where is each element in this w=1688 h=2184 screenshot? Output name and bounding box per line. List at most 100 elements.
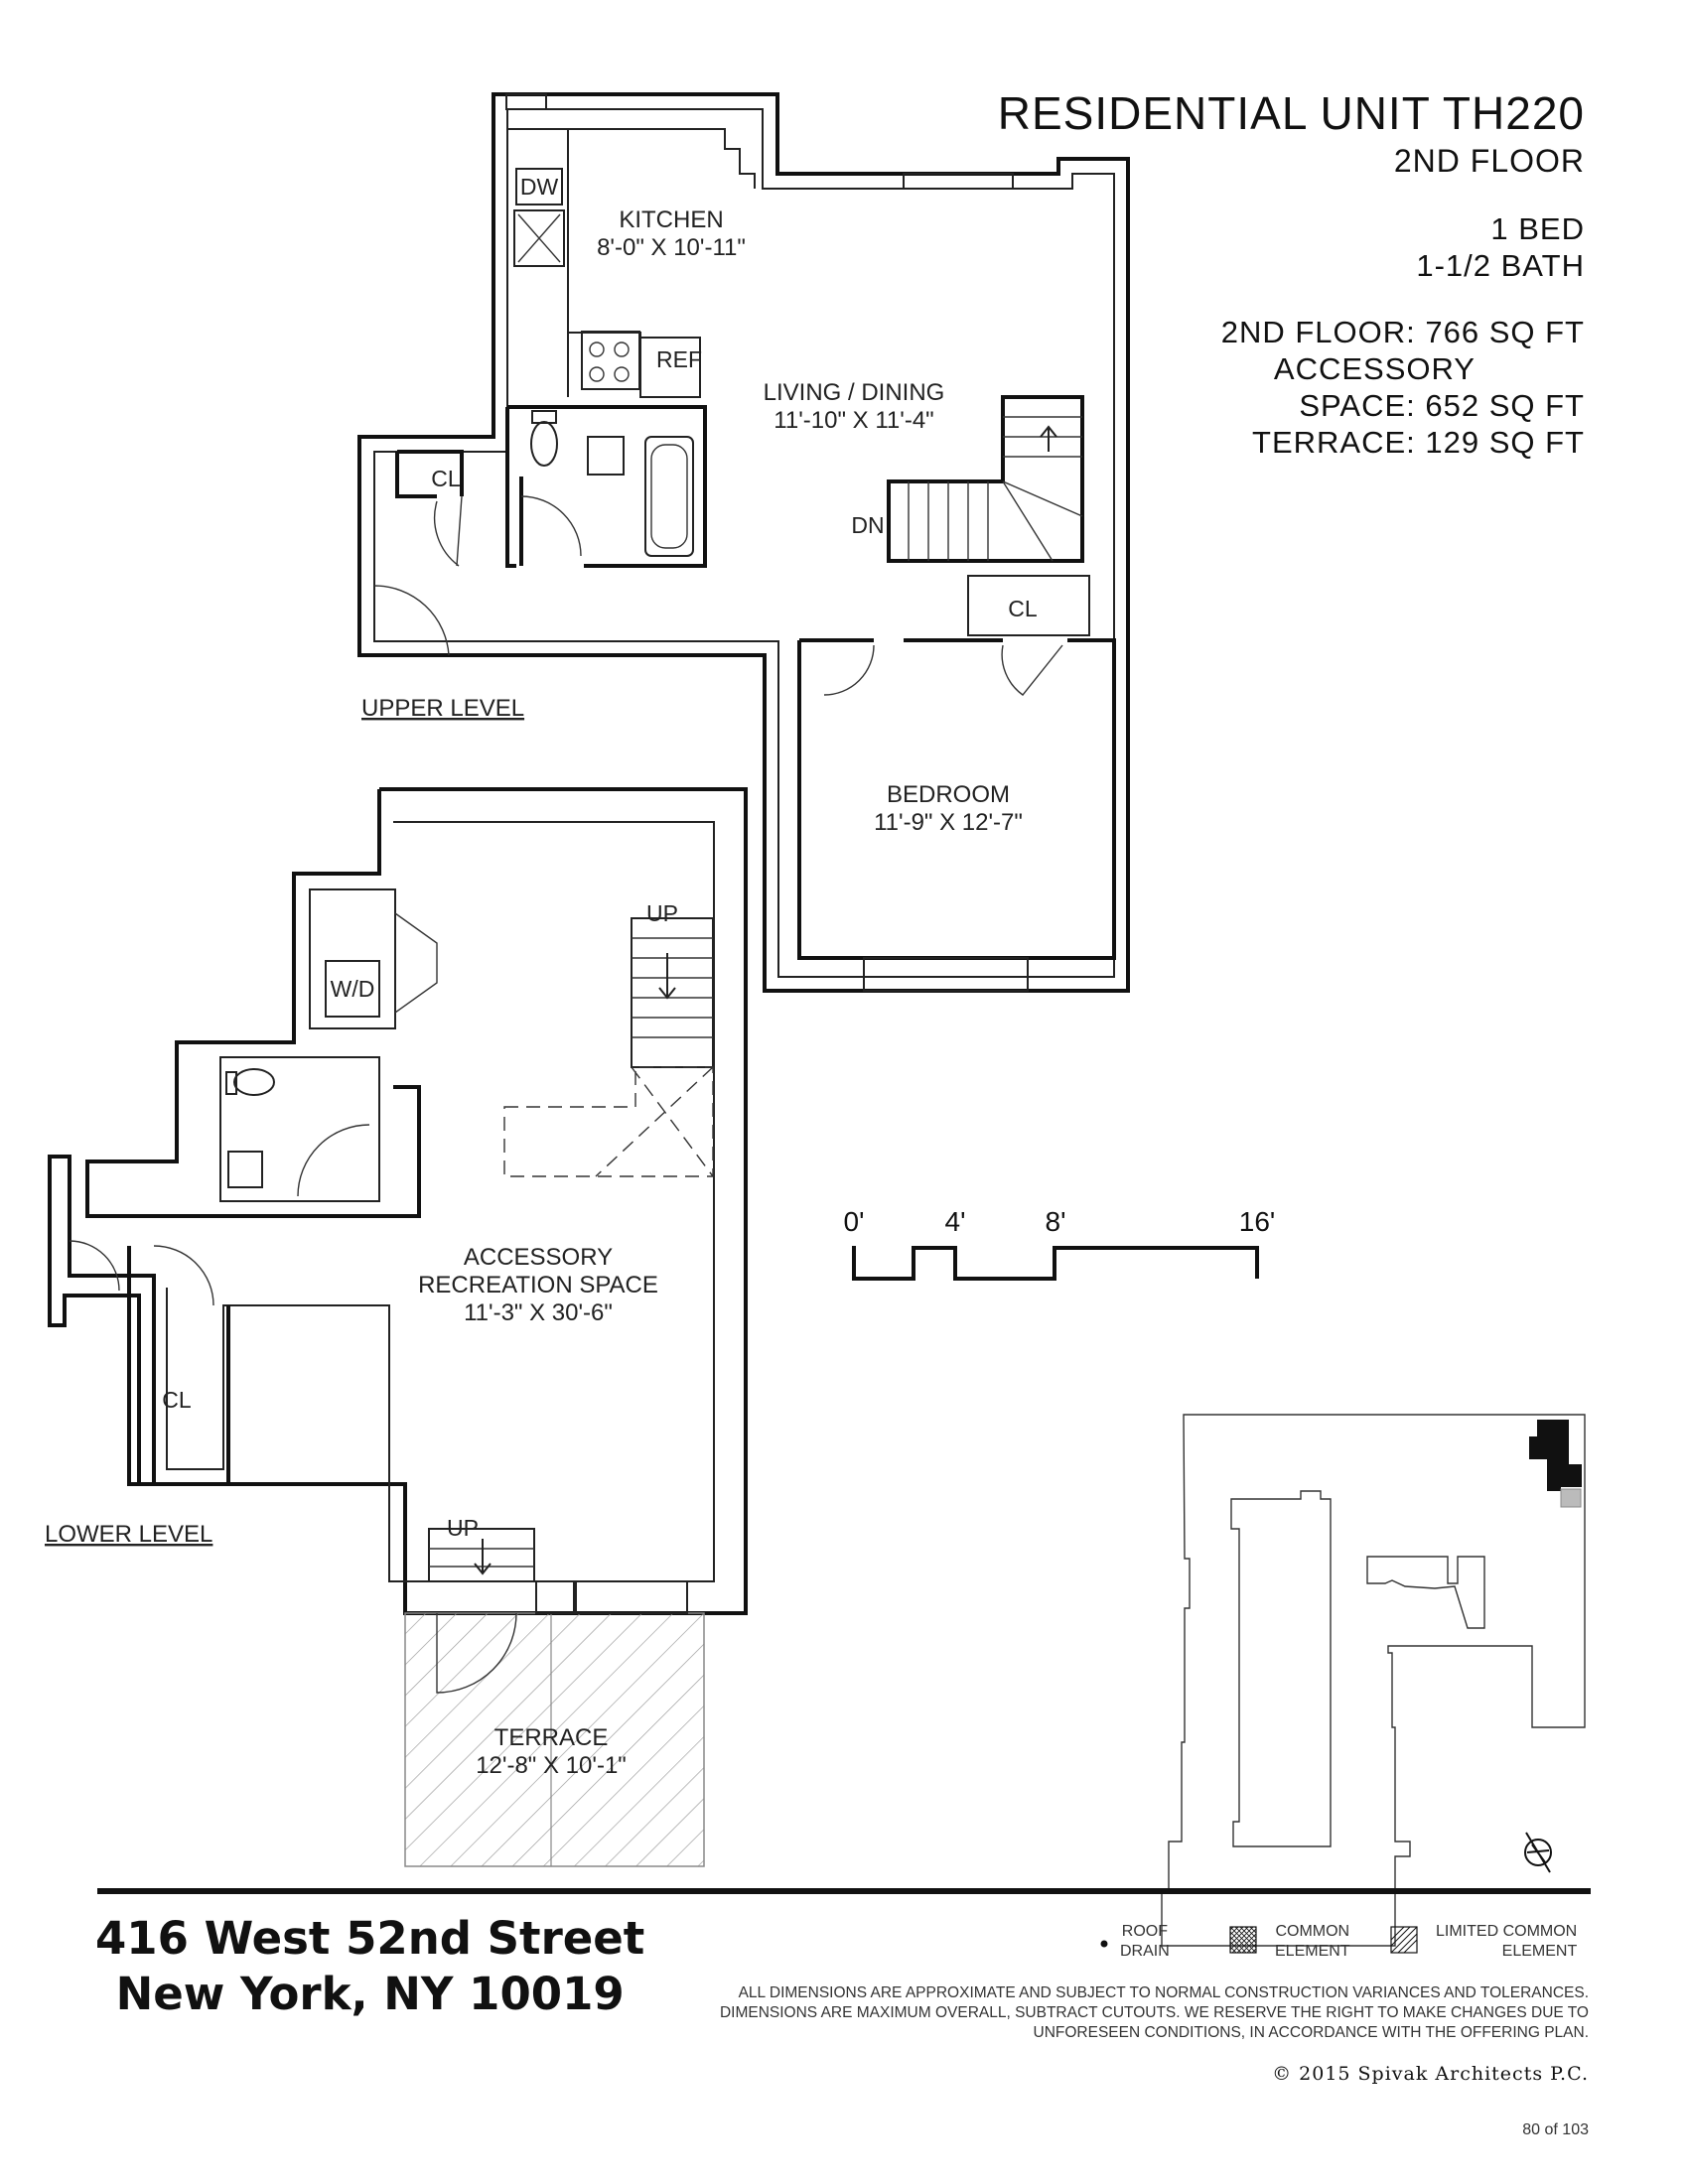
lower-level-label: LOWER LEVEL [45,1521,212,1548]
stair-treads [632,937,713,1038]
entry-closet-wall [395,450,464,498]
stair-up-arrow [474,1539,492,1575]
stair-up-label: UP [447,1515,479,1541]
upper-level-plan [357,92,1130,993]
page-number: 80 of 103 [1522,2121,1589,2138]
bath-sink [227,1151,263,1188]
stair-up-label: UP [646,900,678,926]
closet-door-swing [1001,644,1063,696]
upper-interior-wall-line [373,108,1115,978]
footer-rule [97,1888,1591,1894]
terrace-pier [535,1580,575,1614]
terrace-area: TERRACE: 129 SQ FT [1252,425,1585,460]
copyright-text: © 2015 Spivak Architects P.C. [1272,2063,1589,2085]
upper-exterior-wall [357,92,1130,993]
legend-common-text: COMMON ELEMENT [1275,1923,1350,1960]
scale-label: 8' [1046,1206,1066,1237]
terrace-hatch [404,1612,705,1867]
floor-area: 2ND FLOOR: 766 SQ FT [1220,315,1585,349]
property-address: 416 West 52nd Street New York, NY 10019 [95,1911,644,2022]
floor-subtitle: 2ND FLOOR [1393,143,1585,179]
address-line-1: 416 West 52nd Street [95,1912,645,1965]
range-box [581,331,640,390]
living-label: LIVING / DINING [764,379,945,406]
stair-treads [908,416,1083,562]
address-line-2: New York, NY 10019 [115,1968,625,2020]
bedroom-label: BEDROOM [887,781,1010,808]
unit-info-block: RESIDENTIAL UNIT TH220 2ND FLOOR 1 BED 1… [998,85,1585,461]
stair-above-outline [503,1066,714,1177]
bath-count: 1-1/2 BATH [1416,248,1585,283]
bedroom-window [863,957,1029,992]
north-arrow-icon [1524,1839,1552,1866]
stair-up-arrow [1040,425,1057,452]
terrace-window [575,1580,688,1614]
unit-title: RESIDENTIAL UNIT TH220 [997,87,1585,139]
bedroom-closet [967,575,1090,636]
laundry-door [394,912,438,1014]
dishwasher-box [515,168,563,205]
scale-label: 4' [945,1206,966,1237]
lower-interior-wall-line [166,821,715,1582]
legend-limited-text: LIMITED COMMON ELEMENT [1436,1923,1578,1960]
living-dims: 11'-10" X 11'-4" [774,407,933,434]
window [903,173,1014,190]
bathroom-wall [505,405,707,568]
laundry-closet [309,888,396,1029]
bedroom-dims: 11'-9" X 12'-7" [874,809,1023,836]
building-courtyard [1230,1490,1332,1847]
sink-box [513,209,565,267]
washer-dryer-label: W/D [331,976,375,1002]
hatch-swatch-icon [1390,1926,1418,1960]
burner-icon [589,341,605,357]
closet-door-swing [69,1240,214,1306]
closet-label: CL [1008,596,1038,621]
kitchen-label: KITCHEN [619,206,723,233]
bed-count: 1 BED [1490,211,1585,246]
terrace-label: TERRACE [494,1724,609,1751]
toilet-tank [225,1071,237,1095]
accessory-area: SPACE: 652 SQ FT [1299,388,1585,423]
kitchen-dims: 8'-0" X 10'-11" [597,234,746,261]
lower-exterior-wall [48,787,748,1615]
north-arrow-needle [1525,1832,1551,1873]
lower-closet-wall [127,1246,230,1486]
burner-icon [589,366,605,382]
toilet-icon [530,421,558,467]
accessory-dims: 11'-3" X 30'-6" [464,1299,613,1326]
building-court-2 [1366,1556,1485,1629]
stair-up-arrow [658,953,676,1000]
scale-label: 16' [1239,1206,1276,1237]
bathtub-icon [644,436,694,557]
accessory-label-2: RECREATION SPACE [418,1272,658,1298]
crosshatch-swatch-icon [1229,1926,1257,1960]
lower-rear-wing [85,789,421,1218]
closet-label: CL [162,1387,192,1413]
stair-down-label: DN [851,512,884,538]
closet-door-swing [433,495,463,567]
sink-icon [517,213,561,263]
unit-location-marker [1529,1420,1582,1491]
roof-drain-icon [1100,1934,1108,1954]
toilet-icon [233,1068,275,1096]
bathtub-basin [650,444,688,549]
scale-bar: 0' 4' 8' 16' [844,1206,1276,1281]
burner-icon [614,341,630,357]
terrace-dims: 12'-8" X 10'-1" [476,1752,627,1779]
bedroom-wall [797,638,1116,960]
washer-dryer-box [325,960,380,1018]
toilet-tank [531,410,557,424]
building-footprint [1161,1414,1586,1947]
powder-door-swing [297,1124,370,1197]
burner-icon [614,366,630,382]
closet-label: CL [431,466,461,491]
terrace-door-swing [436,1612,517,1694]
kitchen-counter-outline [507,128,756,189]
window [505,93,547,110]
powder-room [219,1056,380,1202]
dishwasher-label: DW [520,174,559,200]
bath-sink [587,436,625,476]
bath-door-swing [520,495,582,557]
lower-level-plan [48,787,748,1867]
accessory-area-label: ACCESSORY [1273,351,1476,386]
